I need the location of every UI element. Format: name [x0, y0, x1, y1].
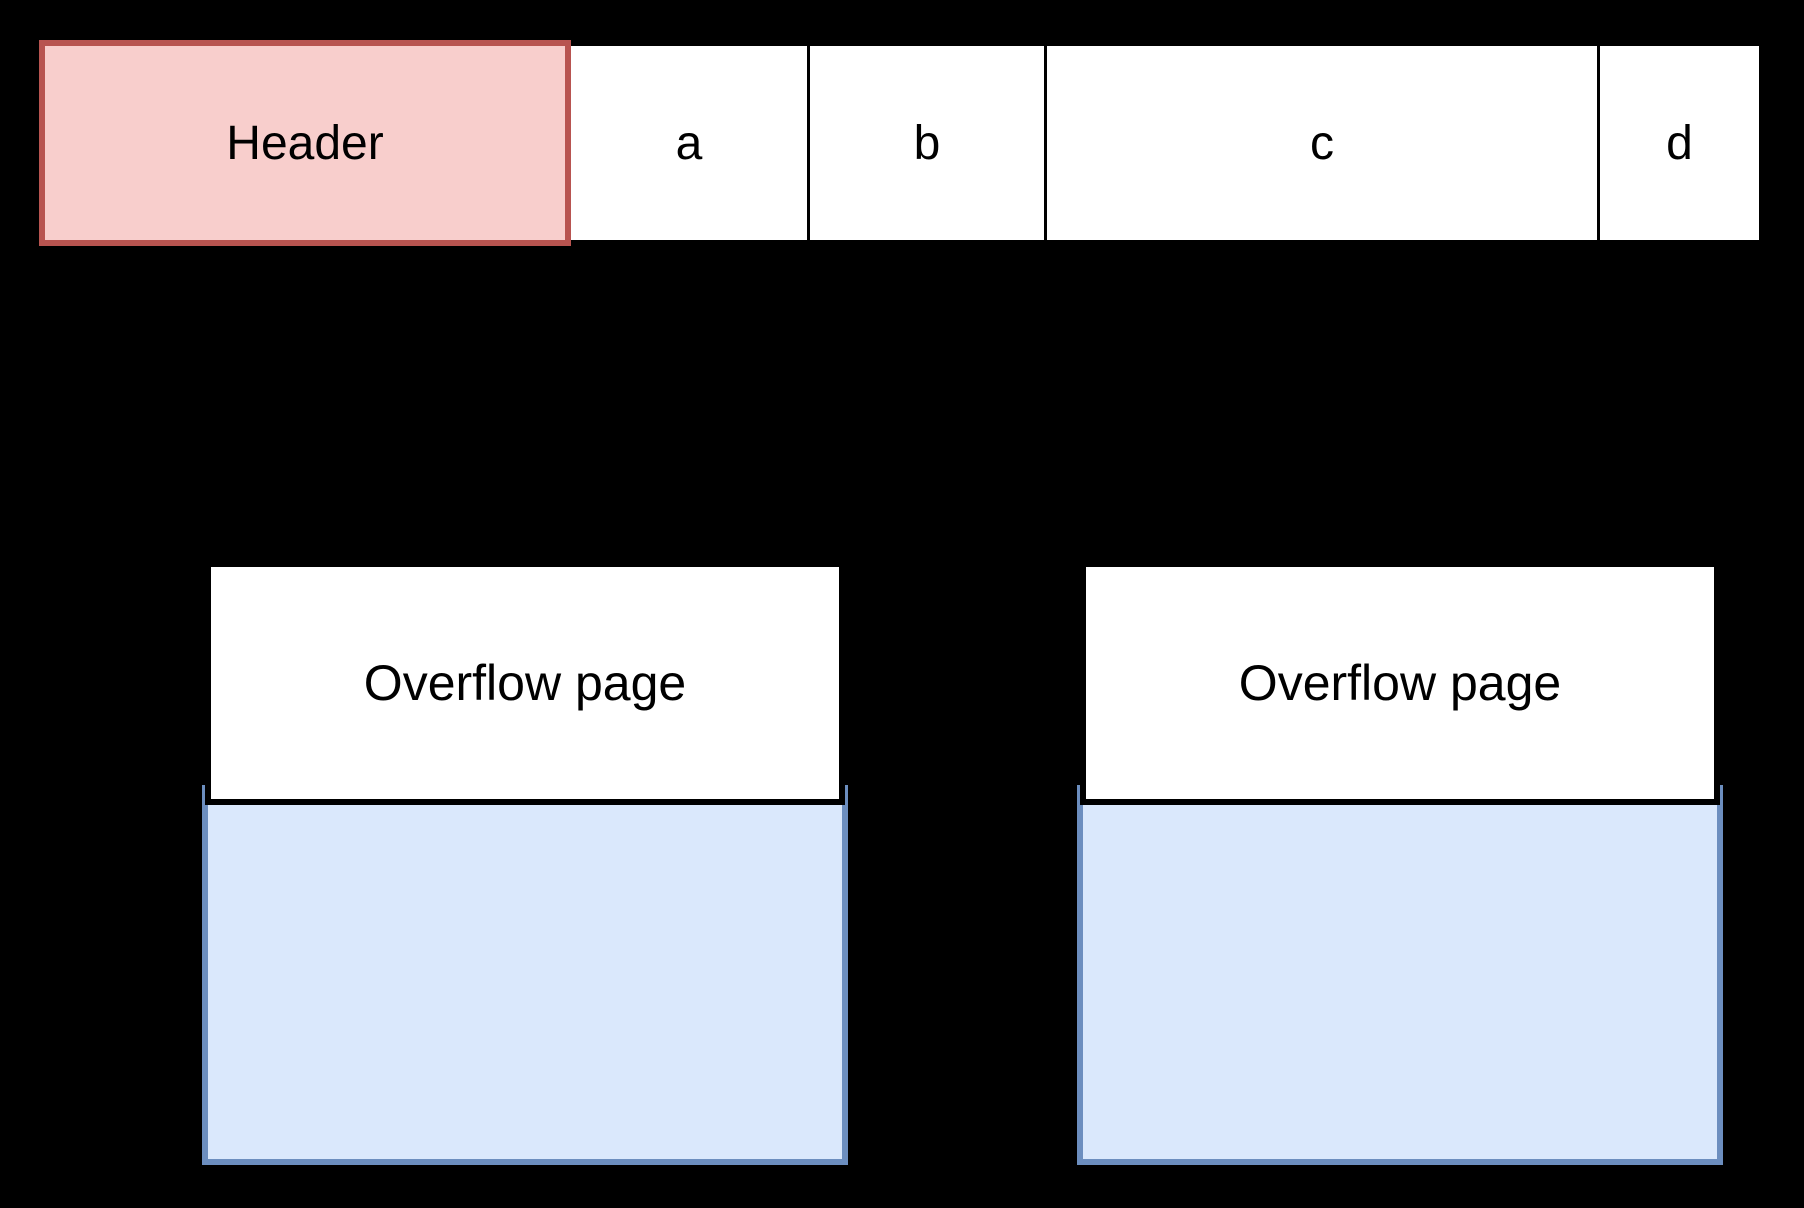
overflow-page-2-reserved-area — [1077, 785, 1723, 1165]
row-cell-a: a — [568, 43, 810, 243]
row-cell-d-label: d — [1666, 116, 1693, 170]
row-cell-a-label: a — [675, 116, 703, 170]
overflow-page-1: Overflow page — [205, 561, 845, 805]
row-cell-b-label: b — [913, 116, 941, 170]
overflow-page-2-label: Overflow page — [1238, 655, 1562, 711]
overflow-page-1-label: Overflow page — [363, 655, 687, 711]
row-cell-c-label: c — [1310, 116, 1334, 170]
overflow-page-2: Overflow page — [1080, 561, 1720, 805]
row-cell-d: d — [1597, 43, 1762, 243]
header-cell: Header — [39, 40, 571, 246]
overflow-page-1-reserved-area — [202, 785, 848, 1165]
row-cell-c: c — [1044, 43, 1600, 243]
row-cell-b: b — [807, 43, 1047, 243]
header-cell-label: Header — [226, 116, 384, 170]
